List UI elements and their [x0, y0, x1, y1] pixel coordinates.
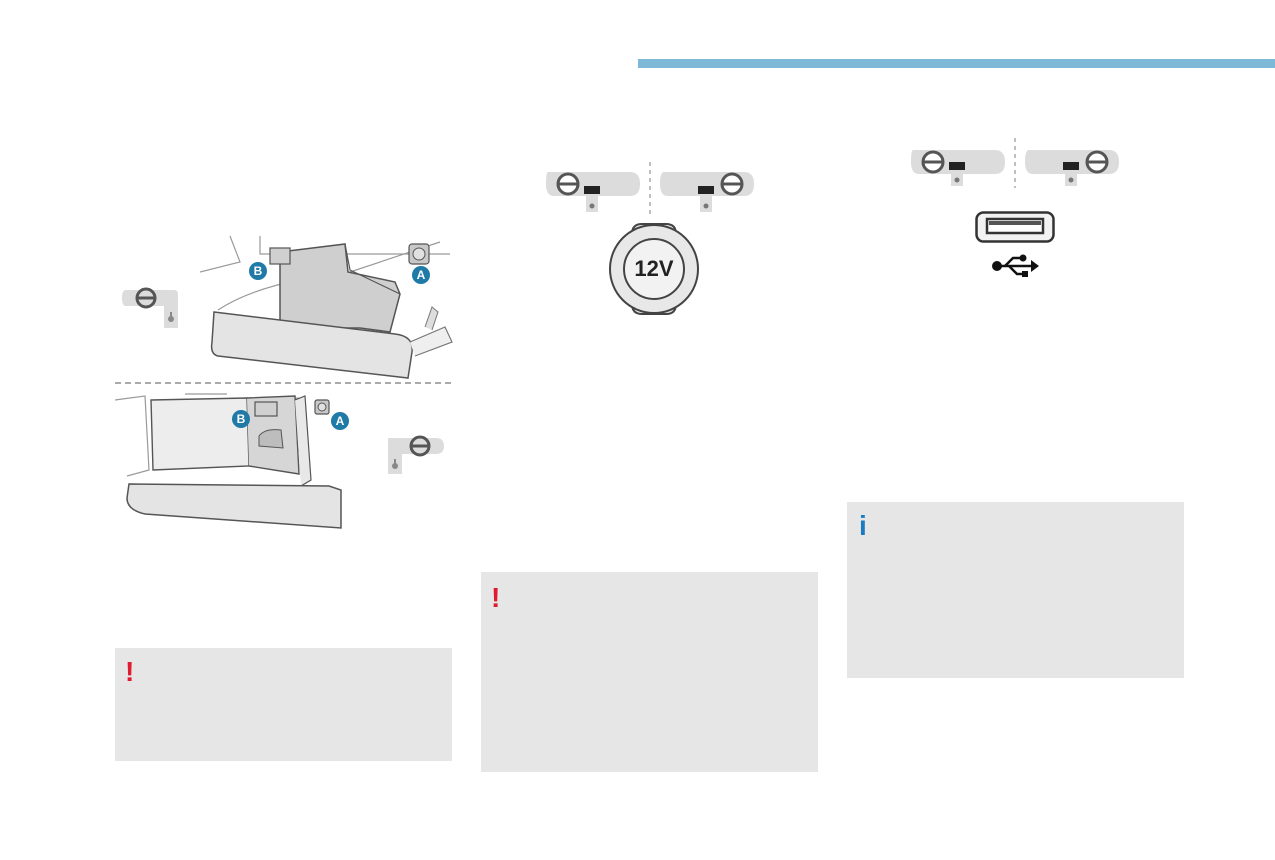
header-accent-bar: [638, 59, 1275, 68]
socket-voltage-label: 12V: [634, 256, 674, 281]
glovebox-open-illustration-lhd: [200, 235, 453, 379]
warning-icon: !: [491, 582, 501, 613]
lhd-steering-wheel-icon: [122, 287, 178, 328]
warning-panel-middle: !: [481, 572, 818, 772]
steering-positions-icon-12v: [546, 162, 754, 216]
glovebox-open-illustration-rhd: [115, 393, 342, 529]
warning-icon: !: [125, 656, 135, 687]
usb-symbol-icon: [992, 254, 1039, 277]
12v-socket-icon: 12V: [606, 220, 702, 318]
steering-positions-icon-usb: [911, 138, 1119, 188]
usb-port-icon: [975, 211, 1055, 243]
glovebox-label-a-lower: A: [331, 412, 349, 430]
rhd-steering-wheel-icon: [388, 435, 444, 474]
glovebox-label-b: B: [249, 262, 267, 280]
warning-panel-left: !: [115, 648, 452, 761]
info-icon: i: [859, 510, 867, 541]
glovebox-label-a: A: [412, 266, 430, 284]
info-panel-right: i: [847, 502, 1184, 678]
illustration-separator: [115, 382, 451, 384]
glovebox-label-b-lower: B: [232, 410, 250, 428]
